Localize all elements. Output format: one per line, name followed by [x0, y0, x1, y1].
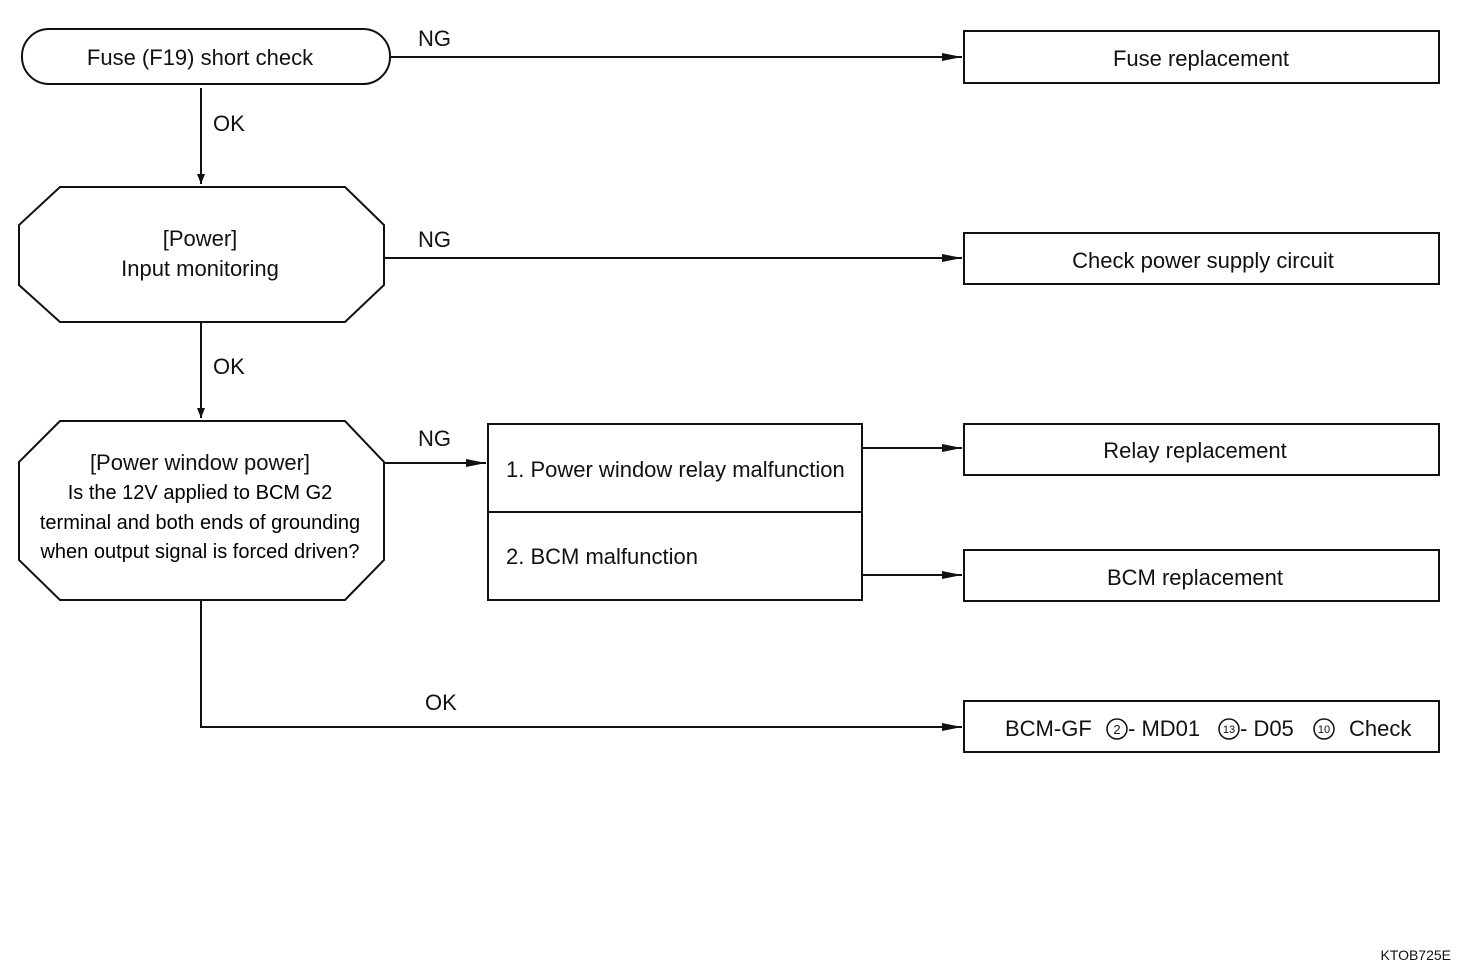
ng-label-2: NG [418, 227, 451, 252]
check-power-supply-label: Check power supply circuit [1072, 248, 1334, 273]
relay-malfunction-label: 1. Power window relay malfunction [506, 457, 845, 482]
final-check-part3: - D05 [1240, 716, 1294, 741]
ok-label-1: OK [213, 111, 245, 136]
power-window-question-line1: Is the 12V applied to BCM G2 [68, 482, 333, 504]
check-power-supply-node: Check power supply circuit [963, 232, 1440, 285]
ok-arrow-window-to-final [200, 600, 962, 731]
relay-replacement-label: Relay replacement [1103, 438, 1286, 463]
bcm-malfunction-label: 2. BCM malfunction [506, 544, 698, 569]
final-check-circle1: 2 [1113, 722, 1120, 737]
final-check-part1: BCM-GF [1005, 716, 1092, 741]
figure-code: KTOB725E [1380, 947, 1451, 963]
relay-replacement-node: Relay replacement [963, 423, 1440, 476]
final-check-circle3: 10 [1318, 724, 1330, 736]
final-check-node: BCM-GF 2 - MD01 13 - D05 10 Check [963, 700, 1440, 753]
circled-number-2-icon [1106, 718, 1128, 740]
ok-label-3: OK [425, 690, 457, 715]
ng-label-3: NG [418, 426, 451, 451]
power-window-node: [Power window power] Is the 12V applied … [18, 420, 385, 601]
fuse-check-node: Fuse (F19) short check [21, 28, 391, 85]
power-window-title: [Power window power] [90, 450, 310, 475]
power-window-question-line2: terminal and both ends of grounding [40, 512, 360, 534]
circled-number-10-icon [1313, 718, 1335, 740]
bcm-replacement-node: BCM replacement [963, 549, 1440, 602]
power-input-node: [Power] Input monitoring [18, 186, 385, 323]
ng-label-1: NG [418, 26, 451, 51]
fuse-check-label: Fuse (F19) short check [87, 45, 314, 70]
fuse-replacement-node: Fuse replacement [963, 30, 1440, 84]
final-check-part2: - MD01 [1128, 716, 1200, 741]
power-title: [Power] [163, 226, 238, 251]
ok-label-2: OK [213, 354, 245, 379]
power-subtitle: Input monitoring [121, 256, 279, 281]
circled-number-13-icon [1218, 718, 1240, 740]
cause-box: 1. Power window relay malfunction 2. BCM… [487, 423, 863, 601]
final-check-circle2: 13 [1223, 724, 1235, 736]
bcm-replacement-label: BCM replacement [1107, 565, 1283, 590]
power-window-question-line3: when output signal is forced driven? [39, 541, 359, 563]
fuse-replacement-label: Fuse replacement [1113, 46, 1289, 71]
final-check-part4: Check [1349, 716, 1412, 741]
